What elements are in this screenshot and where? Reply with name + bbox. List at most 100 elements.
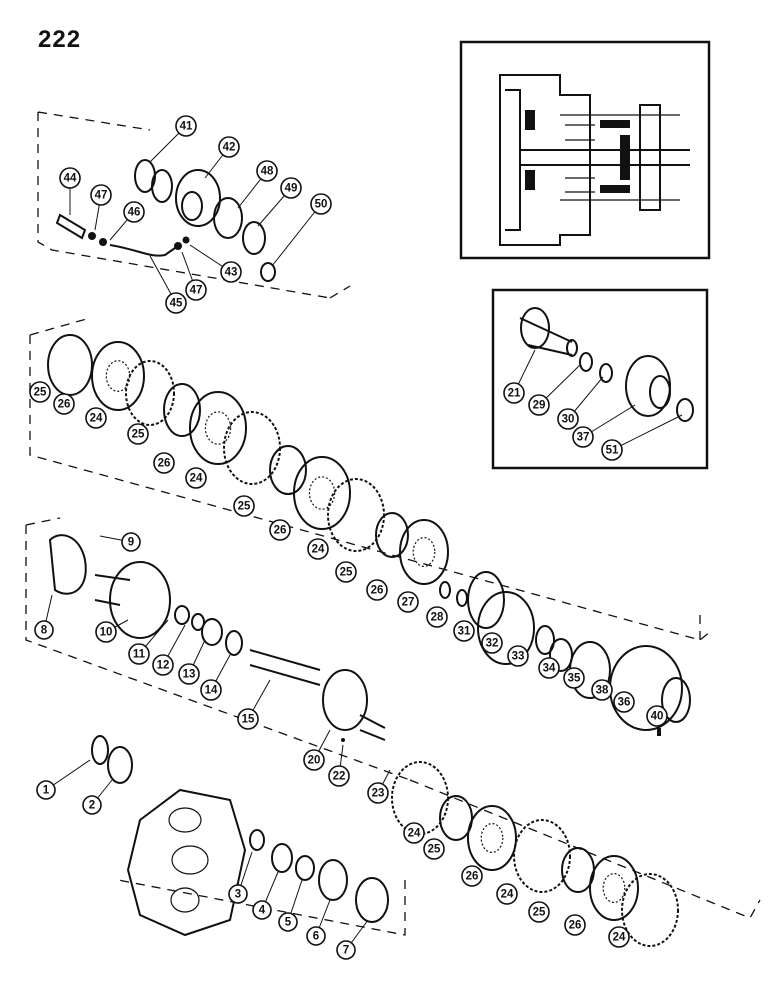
callout-circle <box>423 838 445 860</box>
bottom-group-parts <box>91 735 389 937</box>
callout-number: 30 <box>562 414 575 426</box>
callout-number: 24 <box>613 932 626 944</box>
callout-number: 49 <box>285 183 298 195</box>
callout-25e: 25 <box>423 838 445 860</box>
callout-circle <box>218 136 240 158</box>
callout-44: 44 <box>59 167 81 189</box>
callout-23: 23 <box>367 782 389 804</box>
middle-group-parts <box>48 534 691 742</box>
callout-number: 48 <box>261 166 274 178</box>
callout-45: 45 <box>165 292 187 314</box>
callout-number: 3 <box>235 889 241 901</box>
callout-circle <box>85 407 107 429</box>
callout-circle <box>233 495 255 517</box>
callout-12: 12 <box>152 654 174 676</box>
callout-circle <box>237 708 259 730</box>
callout-circle <box>310 193 332 215</box>
callout-21: 21 <box>503 382 525 404</box>
callout-24e: 24 <box>496 883 518 905</box>
callout-circle <box>256 160 278 182</box>
callout-number: 32 <box>486 638 499 650</box>
callout-40: 40 <box>646 705 668 727</box>
callout-number: 43 <box>225 267 238 279</box>
callout-circle <box>307 538 329 560</box>
callout-number: 9 <box>128 537 134 549</box>
plate-spline-hole <box>308 476 336 510</box>
spring-plate <box>269 445 307 495</box>
callout-circle <box>601 439 623 461</box>
callout-circle <box>336 940 356 960</box>
callout-7: 7 <box>336 940 356 960</box>
spring-plate <box>47 334 93 396</box>
callout-number: 25 <box>132 429 145 441</box>
callout-number: 41 <box>180 121 193 133</box>
callout-28: 28 <box>426 606 448 628</box>
callout-circle <box>366 579 388 601</box>
callout-26f: 26 <box>564 914 586 936</box>
callout-labels: 4142444746484950434745212930375125262425… <box>29 115 668 960</box>
page-number: 222 <box>38 26 82 53</box>
friction-disc <box>223 411 281 485</box>
callout-number: 36 <box>618 697 631 709</box>
spring-plate <box>375 512 409 558</box>
callout-24f: 24 <box>608 926 630 948</box>
callout-circle <box>591 679 613 701</box>
callout-circle <box>200 679 222 701</box>
callout-number: 8 <box>41 625 48 637</box>
callout-26b: 26 <box>153 452 175 474</box>
callout-circle <box>426 606 448 628</box>
callout-number: 26 <box>466 871 479 883</box>
spring-plate <box>163 383 201 437</box>
callout-number: 25 <box>340 567 353 579</box>
callout-circle <box>153 452 175 474</box>
callout-circle <box>367 782 389 804</box>
plate-spline-hole <box>480 822 504 853</box>
callout-43: 43 <box>220 261 242 283</box>
callout-number: 24 <box>190 473 203 485</box>
callout-circle <box>453 620 475 642</box>
callout-circle <box>152 654 174 676</box>
callout-circle <box>528 394 550 416</box>
callout-8: 8 <box>34 620 54 640</box>
callout-circle <box>82 795 102 815</box>
callout-leader <box>271 203 322 267</box>
callout-1: 1 <box>36 780 56 800</box>
callout-number: 15 <box>242 714 255 726</box>
callout-circle <box>397 591 419 613</box>
callout-circle <box>95 621 117 643</box>
callout-number: 6 <box>313 931 319 943</box>
callout-number: 25 <box>533 907 546 919</box>
callout-circle <box>335 561 357 583</box>
callout-circle <box>528 901 550 923</box>
callout-number: 25 <box>238 501 251 513</box>
callout-3: 3 <box>228 884 248 904</box>
callout-51: 51 <box>601 439 623 461</box>
callout-circle <box>564 914 586 936</box>
plate-spline-hole <box>412 536 436 567</box>
steel-plate <box>91 341 145 411</box>
callout-25f: 25 <box>528 901 550 923</box>
callout-number: 44 <box>64 173 77 185</box>
steel-plate <box>589 855 639 921</box>
callout-number: 37 <box>577 432 590 444</box>
callout-number: 34 <box>543 663 556 675</box>
callout-14: 14 <box>200 679 222 701</box>
callout-10: 10 <box>95 621 117 643</box>
callout-36: 36 <box>613 691 635 713</box>
callout-9: 9 <box>121 532 141 552</box>
plate-spline-hole <box>204 411 232 445</box>
callout-24c: 24 <box>307 538 329 560</box>
callout-number: 7 <box>343 945 349 957</box>
snap-ring <box>456 589 468 607</box>
callout-25b: 25 <box>127 423 149 445</box>
clutch-plate-stack <box>47 334 679 947</box>
callout-26e: 26 <box>461 865 483 887</box>
callout-circle <box>34 620 54 640</box>
callout-number: 46 <box>128 207 141 219</box>
callout-circle <box>503 382 525 404</box>
shaft-inset-box <box>491 288 709 470</box>
callout-leader <box>611 414 683 451</box>
callout-circle <box>572 426 594 448</box>
callout-48: 48 <box>256 160 278 182</box>
